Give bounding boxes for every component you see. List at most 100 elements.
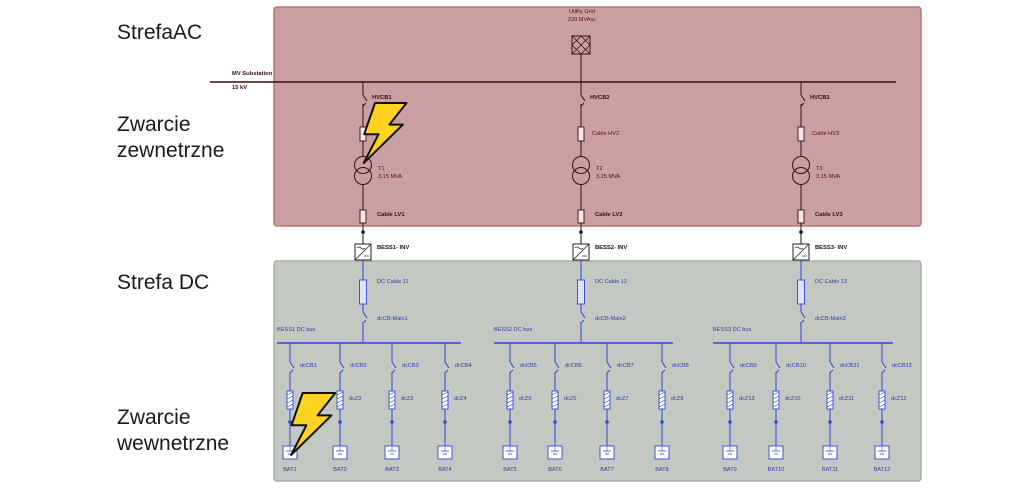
impedance-hatch — [878, 403, 886, 408]
breaker-icon — [362, 94, 368, 102]
branch-breaker-label: dcCB9 — [740, 363, 757, 369]
cable-icon — [359, 279, 367, 305]
branch-breaker-label: dcCB8 — [672, 363, 689, 369]
transformer-icon-primary — [792, 156, 810, 174]
dc-cable-label: DC Cable 12 — [595, 279, 627, 285]
label-internal-fault: Zwarcie wewnetrzne — [117, 405, 229, 457]
branch-breaker-label: dcCB6 — [565, 363, 582, 369]
label-ac-zone: StrefaAC — [117, 21, 203, 44]
grid-source-icon-hatch4 — [571, 35, 582, 46]
transformer-icon-primary — [572, 156, 590, 174]
breaker-icon — [606, 361, 612, 369]
transformer-label: T1 — [378, 166, 385, 172]
battery-label: BAT2 — [333, 467, 347, 473]
battery-icon — [874, 445, 890, 460]
dc-main-breaker-label: dcCB-Main1 — [377, 316, 408, 322]
impedance-hatch — [658, 399, 666, 404]
grid-rating-label: 230 MVAsc — [568, 17, 596, 23]
impedance-hatch — [772, 399, 780, 404]
impedance-hatch — [388, 399, 396, 404]
cable-icon — [797, 279, 805, 305]
impedance-hatch — [506, 403, 514, 408]
impedance-hatch — [506, 395, 514, 400]
battery-icon — [822, 445, 838, 460]
impedance-hatch — [726, 403, 734, 408]
impedance-hatch — [772, 395, 780, 400]
branch-breaker-label: dcCB11 — [840, 363, 860, 369]
impedance-hatch — [726, 399, 734, 404]
branch-breaker-label: dcCB1 — [300, 363, 317, 369]
branch-impedance-label: dcZ11 — [839, 396, 854, 402]
grid-source-icon-hatch2 — [580, 44, 591, 55]
cable-lv-label: Cable LV2 — [595, 212, 623, 218]
breaker-icon — [775, 361, 781, 369]
branch-breaker-label: dcCB7 — [617, 363, 634, 369]
inverter-icon-diag — [354, 243, 372, 261]
impedance-hatch — [772, 403, 780, 408]
breaker-icon — [339, 361, 345, 369]
inverter-1: BESS1- INV — [354, 243, 409, 261]
impedance-hatch — [441, 395, 449, 400]
battery-label: BAT1 — [283, 467, 297, 473]
dc-bus-3: BESS3 DC busdcCB9dcZ13BAT9dcCB10dcZ10BAT… — [713, 327, 912, 473]
impedance-hatch — [506, 399, 514, 404]
branch-breaker-label: dcCB3 — [402, 363, 419, 369]
dc-main-breaker-label: dcCB-Main2 — [595, 316, 626, 322]
impedance-hatch — [286, 399, 294, 404]
breaker-icon — [661, 361, 667, 369]
inverter-3: BESS3- INV — [792, 243, 847, 261]
grid-name-label: Utility Grid — [569, 9, 595, 15]
branch-impedance-label: dcZ13 — [739, 396, 755, 402]
impedance-hatch — [658, 391, 666, 396]
grid-source-icon-hatch3 — [571, 44, 582, 55]
branch-impedance-label: dcZ10 — [785, 396, 801, 402]
inverter-icon-diag — [792, 243, 810, 261]
dc-bus-label: BESS1 DC bus — [277, 327, 315, 333]
cable-icon — [577, 126, 585, 142]
impedance-hatch — [658, 403, 666, 408]
dc-layer: BESS1- INV DC Cable 11 dcCB-Main1 BESS2- IN… — [277, 243, 912, 473]
branch-breaker-label: dcCB10 — [786, 363, 806, 369]
lightning-icon-internal — [290, 392, 337, 456]
impedance-hatch — [336, 395, 344, 400]
breaker-icon — [391, 361, 397, 369]
inverter-label: BESS2- INV — [595, 245, 627, 251]
breaker-icon — [580, 311, 586, 319]
breaker-icon — [444, 361, 450, 369]
branch-impedance-label: dcZ5 — [519, 396, 531, 402]
breaker-icon — [509, 361, 515, 369]
branch-impedance-label: dcZ8 — [671, 396, 683, 402]
branch-impedance-label: dcZ2 — [349, 396, 361, 402]
ac-zone-box — [273, 6, 922, 227]
impedance-hatch — [388, 403, 396, 408]
impedance-hatch — [551, 391, 559, 396]
impedance-hatch — [286, 403, 294, 408]
transformer-rating-label: 3,15 MVA — [596, 174, 620, 180]
dc-cable-label: DC Cable 11 — [377, 279, 409, 285]
battery-icon — [599, 445, 615, 460]
cable-icon — [577, 209, 585, 224]
impedance-hatch — [878, 391, 886, 396]
impedance-hatch — [336, 399, 344, 404]
breaker-label: HVCB2 — [590, 95, 610, 101]
branch-impedance-label: dcZ12 — [891, 396, 907, 402]
impedance-hatch — [286, 391, 294, 396]
impedance-hatch — [506, 391, 514, 396]
label-internal-fault-line2: wewnetrzne — [117, 432, 230, 455]
impedance-hatch — [772, 391, 780, 396]
transformer-rating-label: 3,15 MVA — [816, 174, 840, 180]
dc-zone-box — [273, 260, 922, 482]
breaker-icon — [800, 311, 806, 319]
battery-label: BAT5 — [503, 467, 517, 473]
impedance-hatch — [441, 399, 449, 404]
dc-bus-1: BESS1 DC busdcCB1dcZ1BAT1dcCB2dcZ2BAT2dc… — [277, 327, 472, 473]
impedance-hatch — [603, 395, 611, 400]
impedance-hatch — [551, 403, 559, 408]
breaker-icon — [729, 361, 735, 369]
